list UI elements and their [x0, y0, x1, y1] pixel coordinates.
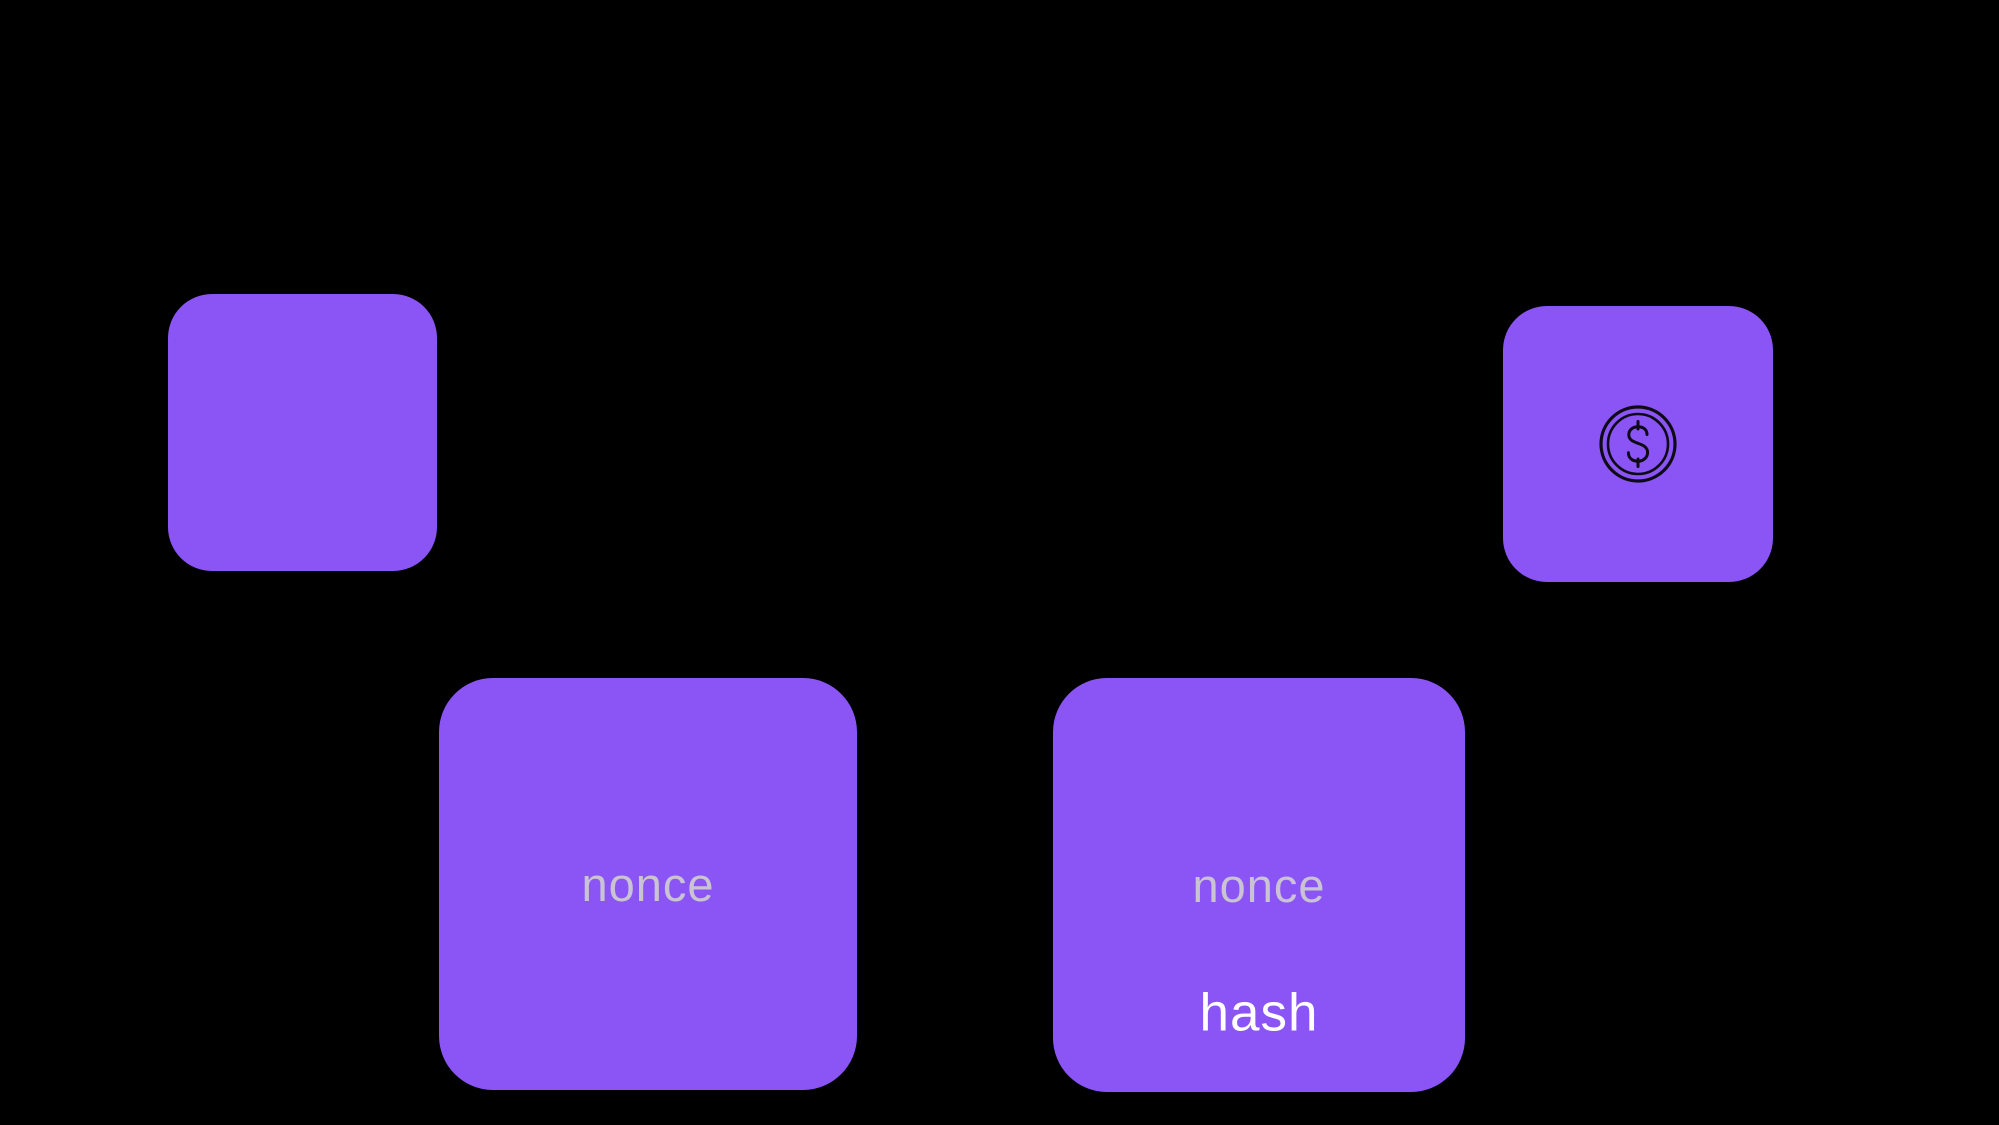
dollar-coin-icon — [1599, 405, 1677, 483]
block-top-left-empty — [168, 294, 437, 571]
block-top-right-coin — [1503, 306, 1773, 582]
nonce-label: nonce — [1192, 858, 1326, 912]
hash-label: hash — [1199, 983, 1319, 1043]
block-bottom-left: nonce — [439, 678, 857, 1090]
nonce-label: nonce — [581, 857, 715, 911]
block-bottom-right: nonce hash — [1053, 678, 1465, 1092]
